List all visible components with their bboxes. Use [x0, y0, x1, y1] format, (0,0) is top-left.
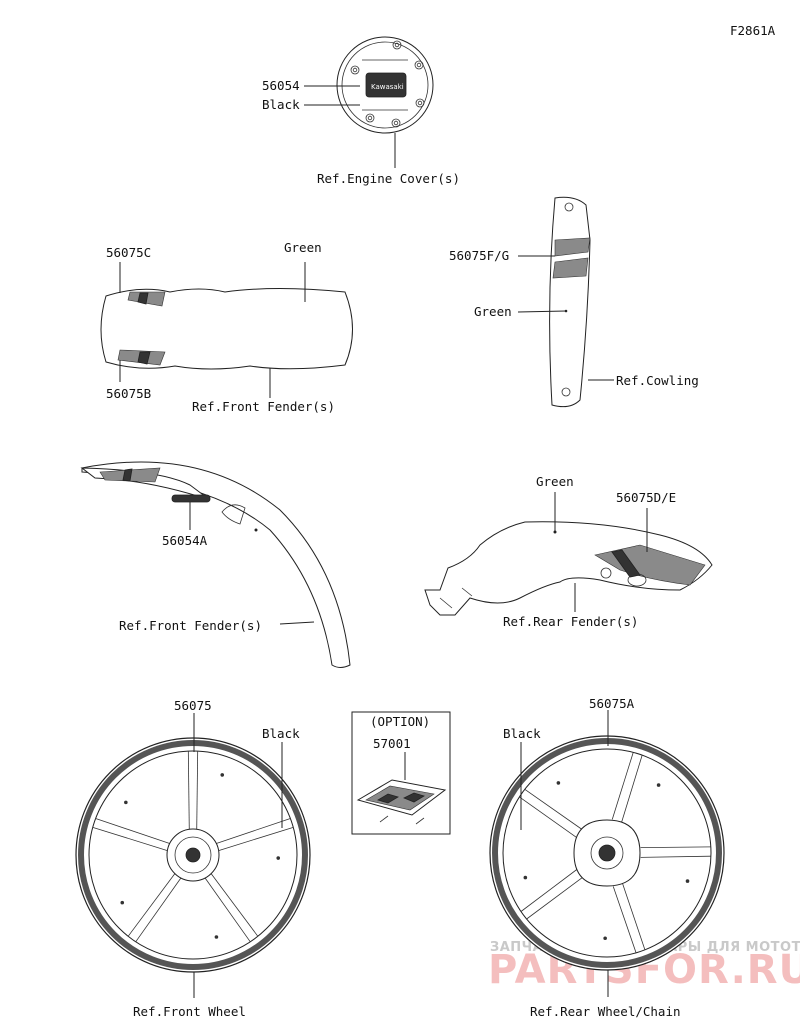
option-label: (OPTION) [370, 714, 430, 729]
front-fender-side-drawing [80, 461, 351, 668]
rear-fender-ref: Ref.Rear Fender(s) [503, 614, 638, 629]
rear-fender-part-number: 56075D/E [616, 490, 676, 505]
wheel-detail-dot [120, 900, 125, 905]
front-fender-top-ref: Ref.Front Fender(s) [192, 399, 335, 414]
rear-wheel-part-number: 56075A [589, 696, 635, 711]
cowling-drawing [549, 196, 591, 408]
wheel-detail-dot [556, 781, 561, 785]
wheel-detail-dot [603, 936, 607, 941]
wheel-spoke-line [640, 855, 711, 858]
cowling-ref: Ref.Cowling [616, 373, 699, 388]
wheel-spoke-line [524, 788, 583, 830]
wheel-spoke-line [218, 826, 294, 851]
wheel-spoke-line [95, 818, 170, 844]
wheel-spoke-line [216, 818, 291, 844]
wheel-detail-dot [656, 783, 661, 787]
wheel-spoke-line [622, 883, 646, 950]
wheel-spoke-line [187, 751, 190, 830]
kawasaki-logo-text: Kawasaki [371, 83, 404, 91]
rear-wheel-drawing [489, 735, 725, 971]
rear-fender-color: Green [536, 474, 574, 489]
wheel-detail-dot [276, 856, 281, 860]
fender-emblem [171, 494, 211, 503]
front-wheel-ref: Ref.Front Wheel [133, 1004, 246, 1019]
engine-cover-ref: Ref.Engine Cover(s) [317, 171, 460, 186]
wheel-detail-dot [523, 875, 528, 880]
cowling-part-number: 56075F/G [449, 248, 509, 263]
wheel-spoke-line [210, 873, 259, 937]
wheel-spoke-line [519, 796, 577, 838]
front-fender-side-part-number: 56054A [162, 533, 208, 548]
figure-id: F2861A [730, 23, 776, 38]
wheel-detail-dot [124, 800, 128, 805]
rear-fender-drawing [424, 521, 713, 616]
option-part-number: 57001 [373, 736, 411, 751]
wheel-spoke-line [640, 846, 711, 849]
engine-cover-color: Black [262, 97, 300, 112]
front-wheel-color: Black [262, 726, 300, 741]
wheel-spoke-line [127, 873, 176, 937]
wheel-detail-dot [214, 935, 219, 939]
front-fender-top-color: Green [284, 240, 322, 255]
front-fender-side-ref: Ref.Front Fender(s) [119, 618, 262, 633]
option-kit-box [351, 711, 451, 835]
engine-cover-part-number: 56054 [262, 78, 300, 93]
wheel-spoke-line [611, 752, 634, 820]
wheel-detail-dot [220, 773, 225, 777]
wheel-spoke-line [92, 826, 168, 851]
rear-wheel-color: Black [503, 726, 541, 741]
wheel-detail-dot [685, 879, 690, 883]
engine-cover-drawing: Kawasaki [336, 36, 434, 134]
front-wheel-drawing [75, 737, 311, 973]
wheel-spoke-line [612, 886, 637, 953]
wheel-spoke-line [196, 751, 199, 830]
front-fender-lower-part-number: 56075B [106, 386, 151, 401]
wheel-spoke-line [204, 877, 251, 943]
wheel-spoke-line [526, 876, 584, 920]
wheel-spoke-line [621, 755, 643, 823]
front-fender-top-drawing [100, 288, 353, 370]
kawasaki-logo-badge [365, 72, 407, 98]
wheel-spoke-line [135, 877, 182, 943]
front-fender-upper-part-number: 56075C [106, 245, 151, 260]
wheel-spoke-line [520, 868, 578, 912]
front-wheel-part-number: 56075 [174, 698, 212, 713]
rear-wheel-ref: Ref.Rear Wheel/Chain [530, 1004, 681, 1019]
cowling-color: Green [474, 304, 512, 319]
